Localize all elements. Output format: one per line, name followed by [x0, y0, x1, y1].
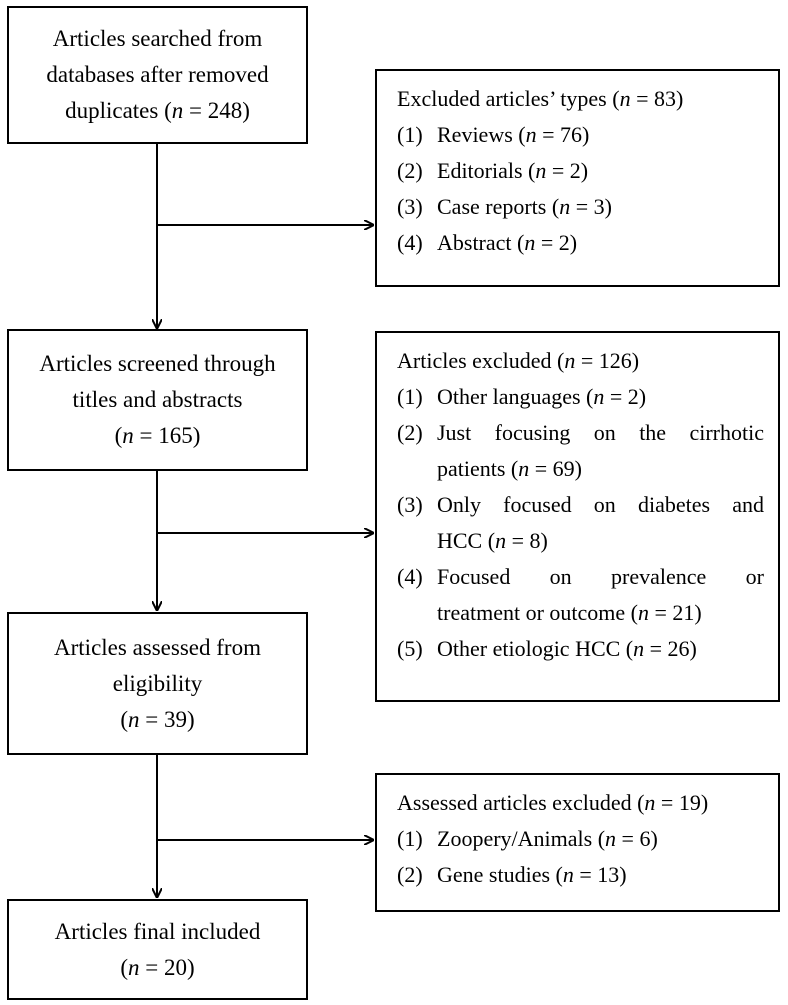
exclusion-title: Articles excluded (n = 126) — [397, 348, 640, 373]
stage-line: databases after removed — [46, 62, 269, 87]
stage-line: Articles searched from — [52, 26, 263, 51]
stage-count: = 39) — [139, 706, 195, 732]
exclusion-box-excluded: Articles excluded (n = 126) (1)Other lan… — [375, 331, 780, 702]
exclusion-title: Excluded articles’ types (n = 83) — [397, 86, 684, 111]
stage-box-included: Articles final included (n = 20) — [7, 899, 308, 1000]
exclusion-item: (1)Zoopery/Animals (n = 6) — [397, 821, 764, 857]
stage-line: Articles assessed from — [54, 634, 261, 660]
exclusion-item: (5)Other etiologic HCC (n = 26) — [397, 631, 764, 667]
n-variable: n — [524, 230, 536, 255]
n-variable: n — [562, 862, 574, 887]
n-variable: n — [171, 98, 184, 123]
item-number: (4) — [397, 564, 423, 589]
n-variable: n — [518, 456, 530, 481]
n-variable: n — [559, 194, 571, 219]
stage-count: = 20) — [139, 954, 195, 980]
stage-line: ( — [120, 954, 129, 980]
exclusion-box-assessed: Assessed articles excluded (n = 19) (1)Z… — [375, 773, 780, 912]
stage-line: titles and abstracts — [72, 387, 243, 412]
stage-line: duplicates ( — [65, 98, 172, 123]
stage-box-screened: Articles screened through titles and abs… — [7, 329, 308, 471]
n-variable: n — [564, 348, 576, 373]
n-variable: n — [637, 600, 649, 625]
stage-count: = 248) — [183, 98, 250, 123]
stage-box-assessed: Articles assessed from eligibility (n = … — [7, 612, 308, 755]
item-number: (2) — [397, 862, 423, 887]
stage-line: Articles final included — [54, 918, 261, 944]
exclusion-item: (1)Other languages (n = 2) — [397, 379, 764, 415]
n-variable: n — [128, 706, 140, 732]
item-number: (3) — [397, 194, 423, 219]
n-variable: n — [619, 86, 631, 111]
stage-line: ( — [114, 423, 123, 448]
n-variable: n — [535, 158, 547, 183]
exclusion-item: (2)Gene studies (n = 13) — [397, 857, 764, 893]
n-variable: n — [122, 423, 134, 448]
exclusion-item: (2)Editorials (n = 2) — [397, 153, 764, 189]
stage-count: = 165) — [133, 423, 201, 448]
n-variable: n — [644, 790, 656, 815]
exclusion-title: Assessed articles excluded (n = 19) — [397, 790, 709, 815]
item-number: (1) — [397, 384, 423, 409]
item-number: (1) — [397, 122, 423, 147]
item-number: (2) — [397, 158, 423, 183]
exclusion-box-types: Excluded articles’ types (n = 83) (1)Rev… — [375, 69, 780, 287]
item-number: (1) — [397, 826, 423, 851]
item-number: (2) — [397, 420, 423, 445]
item-number: (3) — [397, 492, 423, 517]
stage-line: Articles screened through — [39, 351, 276, 376]
n-variable: n — [605, 826, 617, 851]
item-number: (4) — [397, 230, 423, 255]
n-variable: n — [525, 122, 537, 147]
exclusion-item: (1)Reviews (n = 76) — [397, 117, 764, 153]
stage-line: eligibility — [112, 670, 203, 696]
n-variable: n — [633, 636, 645, 661]
stage-box-searched: Articles searched from databases after r… — [7, 6, 308, 144]
n-variable: n — [128, 954, 140, 980]
exclusion-item: (3)Case reports (n = 3) — [397, 189, 764, 225]
item-number: (5) — [397, 636, 423, 661]
exclusion-item: (4)Abstract (n = 2) — [397, 225, 764, 261]
stage-line: ( — [120, 706, 129, 732]
n-variable: n — [495, 528, 507, 553]
n-variable: n — [593, 384, 605, 409]
